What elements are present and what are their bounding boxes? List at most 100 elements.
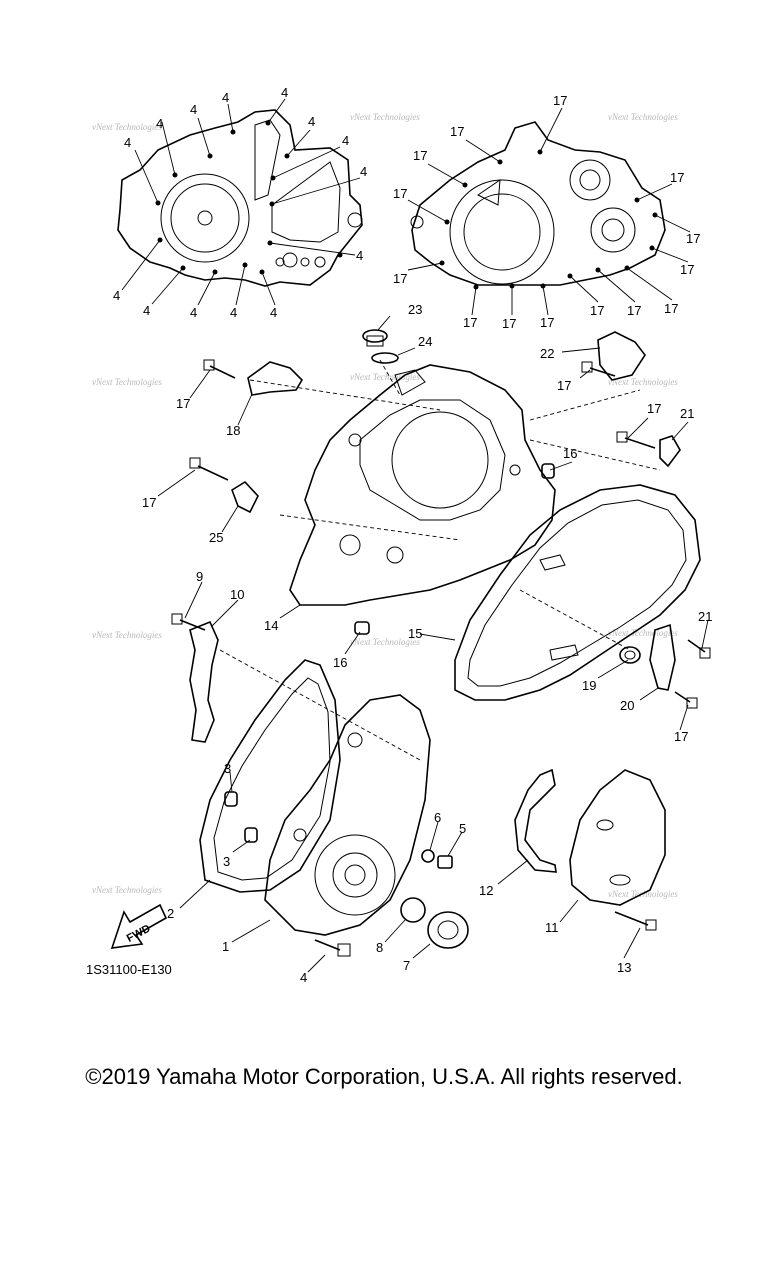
callout-15: 15 bbox=[408, 626, 422, 641]
clamp-22 bbox=[659, 435, 681, 468]
watermarks: vNext Technologies vNext Technologies vN… bbox=[92, 112, 678, 899]
o-ring-8 bbox=[400, 897, 426, 923]
crankcase-right-view bbox=[410, 121, 666, 290]
callout-2: 2 bbox=[167, 906, 174, 921]
callout-4: 4 bbox=[156, 116, 163, 131]
bolt-17-upper bbox=[203, 359, 236, 379]
callout-5: 5 bbox=[459, 821, 466, 836]
callout-4: 4 bbox=[124, 135, 131, 150]
callout-4: 4 bbox=[308, 114, 315, 129]
watermark: vNext Technologies bbox=[608, 628, 678, 638]
plug-7 bbox=[427, 911, 469, 949]
oil-seal-19 bbox=[619, 646, 641, 664]
callout-4: 4 bbox=[270, 305, 277, 320]
bolt-17-lower bbox=[189, 457, 229, 481]
callout-11: 11 bbox=[545, 920, 559, 935]
cover-11 bbox=[569, 769, 666, 906]
callout-4: 4 bbox=[360, 164, 367, 179]
bolt-9 bbox=[171, 613, 206, 631]
bracket-10 bbox=[189, 620, 219, 743]
callout-9: 9 bbox=[196, 569, 203, 584]
bolt-17-right-lower bbox=[616, 431, 656, 449]
callout-21: 21 bbox=[698, 609, 712, 624]
callout-17: 17 bbox=[647, 401, 661, 416]
callout-17: 17 bbox=[393, 186, 407, 201]
callout-4: 4 bbox=[222, 90, 229, 105]
callout-4: 4 bbox=[281, 85, 288, 100]
bolt-13 bbox=[614, 911, 657, 931]
bracket-18 bbox=[247, 361, 304, 396]
diagram-code: 1S31100-E130 bbox=[86, 962, 172, 977]
callout-4: 4 bbox=[190, 102, 197, 117]
cover-1 bbox=[264, 694, 431, 936]
assembly-lines bbox=[219, 359, 661, 761]
gasket-2 bbox=[199, 659, 341, 893]
callout-3: 3 bbox=[223, 854, 230, 869]
callout-4: 4 bbox=[230, 305, 237, 320]
callout-6: 6 bbox=[434, 810, 441, 825]
dowel-16-upper bbox=[541, 463, 555, 479]
bolt-21-upper bbox=[687, 639, 711, 659]
callout-17: 17 bbox=[393, 271, 407, 286]
callout-17: 17 bbox=[680, 262, 694, 277]
gasket-15 bbox=[454, 484, 701, 701]
plate-20 bbox=[649, 623, 676, 691]
callout-17: 17 bbox=[590, 303, 604, 318]
callout-24: 23 bbox=[408, 302, 422, 317]
watermark: vNext Technologies bbox=[92, 122, 162, 132]
watermark: vNext Technologies bbox=[350, 372, 420, 382]
watermark: vNext Technologies bbox=[608, 112, 678, 122]
callout-20: 20 bbox=[620, 698, 634, 713]
callout-22: 21 bbox=[680, 406, 694, 421]
callout-17: 17 bbox=[450, 124, 464, 139]
plug-5 bbox=[437, 855, 453, 869]
crankcase-cover-14 bbox=[289, 364, 556, 606]
callout-23: 22 bbox=[540, 346, 554, 361]
bolt-4-lower bbox=[314, 939, 351, 957]
callout-17: 17 bbox=[463, 315, 477, 330]
callout-4: 4 bbox=[190, 305, 197, 320]
dowel-3-lower bbox=[244, 827, 258, 843]
callout-17: 17 bbox=[686, 231, 700, 246]
crankcase-cover-left-view bbox=[117, 109, 363, 287]
callouts: 4 4 4 4 4 4 4 4 4 4 4 4 4 4 17 17 17 17 … bbox=[113, 85, 712, 985]
callout-4: 4 bbox=[300, 970, 307, 985]
watermark: vNext Technologies bbox=[608, 377, 678, 387]
callout-4: 4 bbox=[356, 248, 363, 263]
callout-19: 19 bbox=[582, 678, 596, 693]
callout-17: 17 bbox=[176, 396, 190, 411]
bracket-23 bbox=[597, 331, 646, 381]
callout-21: 17 bbox=[674, 729, 688, 744]
copyright-notice: ©2019 Yamaha Motor Corporation, U.S.A. A… bbox=[85, 1064, 683, 1089]
clamp-26 bbox=[231, 480, 259, 514]
parts-diagram: vNext Technologies vNext Technologies vN… bbox=[92, 85, 712, 985]
callout-12: 12 bbox=[479, 883, 493, 898]
callout-17: 17 bbox=[553, 93, 567, 108]
fwd-label: FWD bbox=[125, 922, 153, 944]
callout-26: 25 bbox=[209, 530, 223, 545]
dowel-3-upper bbox=[224, 791, 238, 807]
callout-16: 16 bbox=[333, 655, 347, 670]
bolt-21-lower bbox=[674, 691, 698, 709]
callout-17: 17 bbox=[670, 170, 684, 185]
o-ring-25 bbox=[371, 352, 399, 364]
callout-17: 17 bbox=[664, 301, 678, 316]
watermark: vNext Technologies bbox=[92, 885, 162, 895]
bolt-17-right-upper bbox=[581, 361, 616, 377]
callout-13: 13 bbox=[617, 960, 631, 975]
callout-17: 17 bbox=[413, 148, 427, 163]
callout-17: 17 bbox=[627, 303, 641, 318]
watermark: vNext Technologies bbox=[92, 630, 162, 640]
callout-7: 7 bbox=[403, 958, 410, 973]
watermark: vNext Technologies bbox=[350, 637, 420, 647]
watermark: vNext Technologies bbox=[350, 112, 420, 122]
o-ring-6 bbox=[421, 849, 435, 863]
callout-17: 17 bbox=[502, 316, 516, 331]
callout-4: 4 bbox=[113, 288, 120, 303]
callout-17: 17 bbox=[142, 495, 156, 510]
plug-24 bbox=[362, 329, 388, 347]
callout-25: 24 bbox=[418, 334, 432, 349]
callout-4: 4 bbox=[342, 133, 349, 148]
callout-18: 18 bbox=[226, 423, 240, 438]
callout-10: 10 bbox=[230, 587, 244, 602]
